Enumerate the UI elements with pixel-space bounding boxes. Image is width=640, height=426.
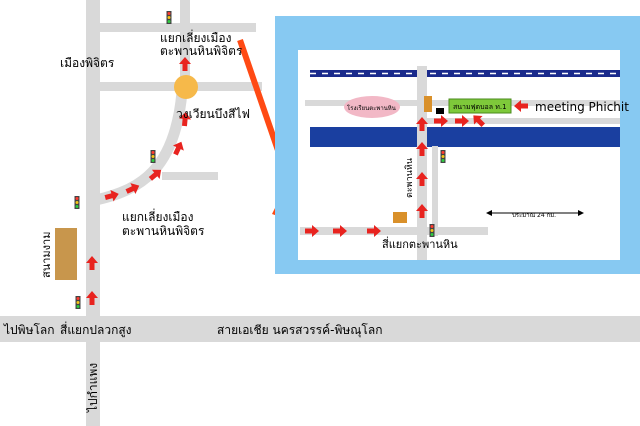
railway	[310, 70, 620, 77]
label-junction-mid-1: แยกเลี่ยงเมือง	[122, 208, 193, 224]
stadium-landmark	[55, 228, 77, 280]
label-stadium: สนามงาม	[40, 232, 53, 278]
inset-road-middle	[420, 118, 620, 124]
label-inset-distance: ประมาณ 24 กม.	[512, 212, 556, 219]
label-intersection-left: สี่แยกปลวกสูง	[60, 321, 132, 338]
road-vertical-main	[86, 0, 100, 426]
inset-map	[298, 50, 620, 260]
traffic-light-icon	[75, 296, 81, 309]
traffic-light-icon	[74, 196, 80, 209]
building-marker	[424, 96, 432, 112]
label-to-phitsanulok: ไปพิษโลก	[3, 323, 55, 337]
stadium-box	[448, 98, 512, 114]
traffic-light-icon	[166, 11, 172, 24]
label-roundabout: วงเวียนบึงสีไฟ	[176, 107, 250, 121]
label-inset-road: ตะพานหิน	[404, 158, 415, 198]
traffic-light-icon	[150, 150, 156, 163]
traffic-light-icon	[429, 224, 435, 237]
label-muang-phichit: เมืองพิจิตร	[60, 56, 115, 70]
school-marker	[344, 96, 400, 118]
building-marker	[393, 212, 407, 223]
label-highway: สายเอเชีย นครสวรรค์-พิษณุโลก	[217, 323, 383, 338]
roundabout-marker	[174, 75, 198, 99]
road-top-horizontal	[96, 23, 256, 32]
label-junction-top-2: ตะพานหินพิจิตร	[160, 44, 243, 58]
label-stadium-box: สนามฟุตบอล ท.1	[453, 103, 507, 111]
road-right-vertical	[180, 0, 190, 96]
road-mid-horizontal	[162, 172, 218, 180]
distance-indicator	[486, 210, 584, 216]
label-school: โรงเรียนตะพานหิน	[347, 104, 396, 112]
inset-side-road	[432, 146, 438, 236]
river	[310, 127, 620, 147]
traffic-light-icon	[440, 150, 446, 163]
inset-road-vertical	[417, 66, 427, 260]
label-inset-intersection: สี่แยกตะพานหิน	[382, 236, 458, 251]
building-marker	[436, 108, 444, 114]
inset-road-lower	[300, 227, 488, 235]
label-to-kamphaeng: ไปกำแพง	[86, 363, 100, 413]
label-junction-top-1: แยกเลี่ยงเมือง	[160, 29, 231, 45]
label-meeting: meeting Phichit	[535, 100, 629, 114]
road-curve	[94, 91, 188, 206]
main-highway	[0, 316, 640, 342]
label-junction-mid-2: ตะพานหินพิจิตร	[122, 224, 205, 238]
